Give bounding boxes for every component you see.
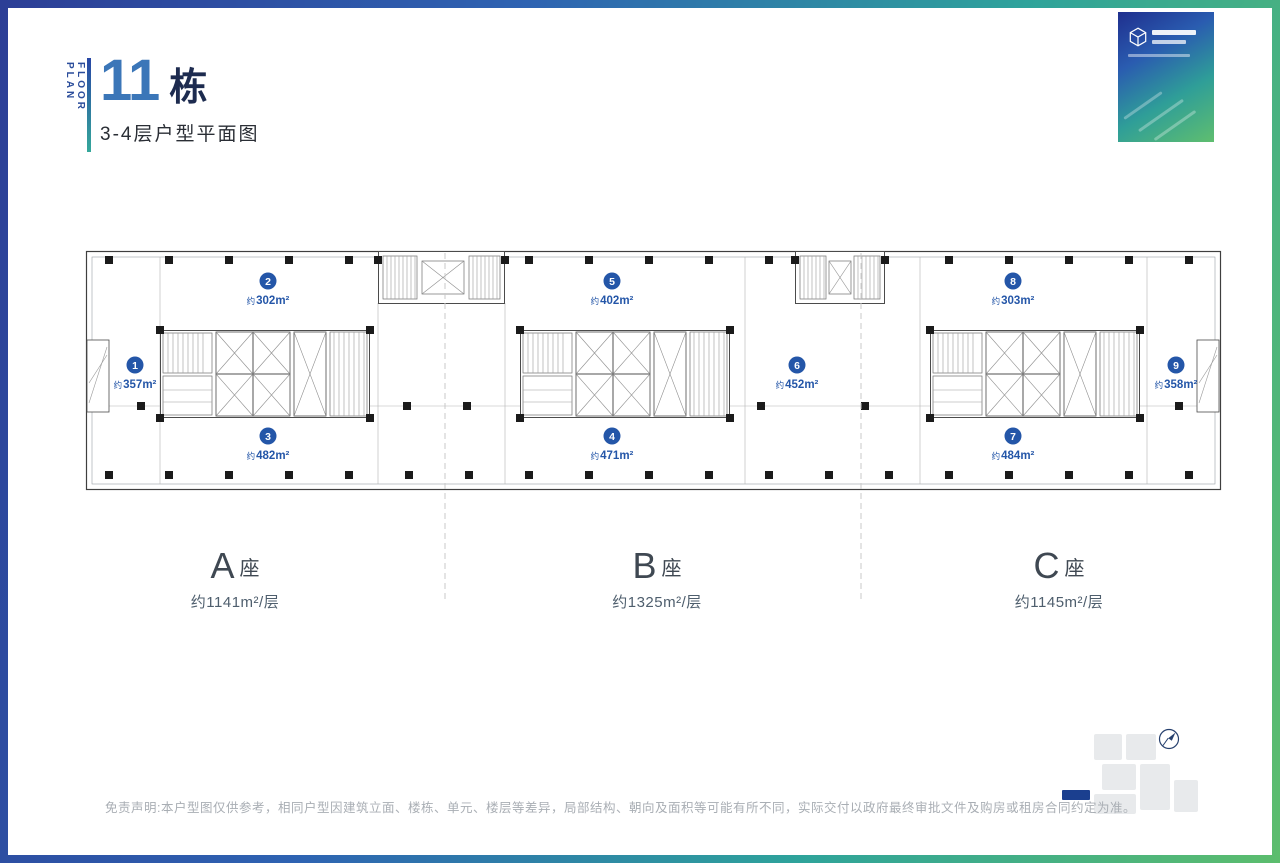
svg-text:4: 4 [609, 431, 615, 443]
zone-b-letter: B [632, 545, 657, 586]
right-entry-wing [1196, 339, 1220, 413]
logo-card [1118, 12, 1214, 142]
core-zone-b [515, 325, 735, 423]
svg-text:2: 2 [265, 276, 271, 288]
svg-text:约482m²: 约482m² [247, 450, 290, 462]
unit-1-label: 1 约357m² [114, 356, 157, 391]
zone-a-letter: A [210, 545, 235, 586]
core-zone-a [155, 325, 375, 423]
unit-9-label: 9 约358m² [1155, 356, 1198, 391]
cube-logo-icon [1129, 27, 1147, 47]
svg-text:约303m²: 约303m² [992, 295, 1035, 307]
logo-text-line [1152, 30, 1196, 35]
svg-text:6: 6 [794, 360, 800, 372]
zone-c-suffix: 座 [1064, 558, 1085, 580]
disclaimer-text: 免责声明:本户型图仅供参考，相同户型因建筑立面、楼栋、单元、楼层等差异，局部结构… [105, 801, 1136, 815]
floor-plan-subtitle: 3-4层户型平面图 [100, 124, 260, 145]
unit-4-label: 4 约471m² [591, 427, 634, 462]
site-map [1050, 726, 1218, 832]
svg-text:3: 3 [265, 431, 271, 443]
zone-c-area: 约1145m²/层 [1014, 594, 1104, 611]
title-accent-bar [87, 58, 91, 152]
svg-text:约302m²: 约302m² [247, 295, 290, 307]
zone-a-suffix: 座 [239, 558, 260, 580]
svg-text:8: 8 [1010, 276, 1016, 288]
floor-plan-vertical-label: FLOOR PLAN [64, 62, 86, 112]
site-map-building [1140, 764, 1170, 810]
unit-3-label: 3 约482m² [247, 427, 290, 462]
site-map-building [1094, 734, 1122, 760]
zone-a-area: 约1141m²/层 [190, 594, 280, 611]
site-map-building [1126, 734, 1156, 760]
site-map-building [1174, 780, 1198, 812]
svg-text:约484m²: 约484m² [992, 450, 1035, 462]
svg-text:约402m²: 约402m² [591, 295, 634, 307]
left-entry-wing [86, 339, 110, 413]
zone-b-area: 约1325m²/层 [612, 594, 702, 611]
unit-5-label: 5 约402m² [591, 272, 634, 307]
svg-text:约357m²: 约357m² [114, 379, 157, 391]
svg-text:5: 5 [609, 276, 615, 288]
site-map-highlight-building [1062, 790, 1090, 800]
logo-text-line [1152, 40, 1186, 44]
unit-8-label: 8 约303m² [992, 272, 1035, 307]
site-map-building [1094, 794, 1136, 814]
unit-7-label: 7 约484m² [992, 427, 1035, 462]
floor-plan-drawing: 1 约357m² 2 约302m² 3 约482m² 5 约402m² 4 约4… [85, 250, 1222, 601]
atrium-lobby-1 [378, 251, 505, 304]
zone-c-letter: C [1033, 545, 1060, 586]
atrium-lobby-2 [795, 251, 885, 304]
zone-divider-dashes [444, 253, 862, 601]
site-map-building [1102, 764, 1136, 790]
svg-text:9: 9 [1173, 360, 1179, 372]
svg-text:7: 7 [1010, 431, 1016, 443]
svg-text:约471m²: 约471m² [591, 450, 634, 462]
building-number: 11 [100, 48, 160, 113]
svg-text:约358m²: 约358m² [1155, 379, 1198, 391]
svg-text:约452m²: 约452m² [776, 379, 819, 391]
unit-2-label: 2 约302m² [247, 272, 290, 307]
logo-text-line [1128, 54, 1190, 57]
zone-b-suffix: 座 [661, 558, 682, 580]
core-zone-c [925, 325, 1145, 423]
svg-text:1: 1 [132, 360, 138, 372]
compass-icon [1158, 728, 1180, 750]
building-suffix: 栋 [169, 67, 208, 109]
unit-6-label: 6 约452m² [776, 356, 819, 391]
